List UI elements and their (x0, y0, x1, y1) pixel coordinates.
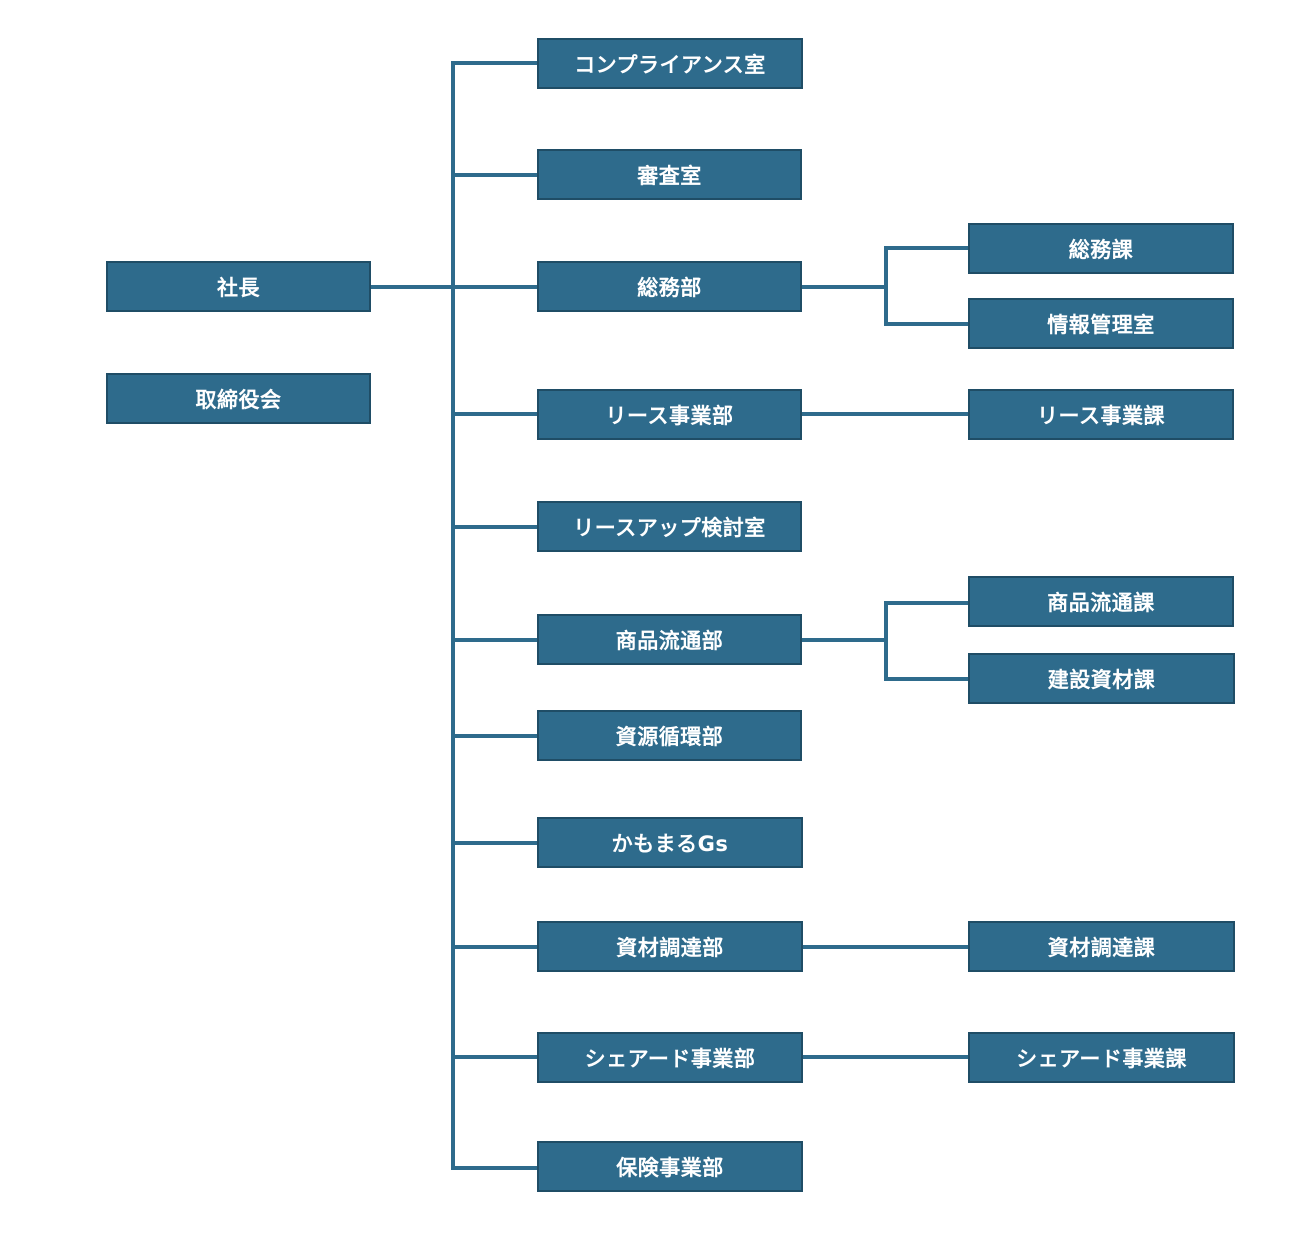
dept-general-affairs-box: 総務部 (537, 261, 802, 312)
connector-dept-recycling (451, 734, 538, 738)
board-box: 取締役会 (106, 373, 371, 424)
connector-shared-section (802, 1055, 969, 1059)
connector-dept-distribution (451, 638, 538, 642)
president-box: 社長 (106, 261, 371, 312)
dept-recycling-box: 資源循環部 (537, 710, 802, 761)
connector-ga-section-2 (884, 322, 969, 326)
dept-lease-box: リース事業部 (537, 389, 802, 440)
connector-dist-section-2 (884, 677, 969, 681)
section-general-affairs-box: 総務課 (968, 223, 1234, 274)
section-construction-materials-box: 建設資材課 (968, 653, 1235, 704)
connector-trunk (451, 61, 455, 1170)
connector-president (371, 285, 455, 289)
dept-distribution-box: 商品流通部 (537, 614, 802, 665)
section-distribution-box: 商品流通課 (968, 576, 1234, 627)
connector-dept-insurance (451, 1166, 538, 1170)
section-procurement-box: 資材調達課 (968, 921, 1235, 972)
connector-ga-section-1 (884, 246, 969, 250)
connector-ga-vertical (884, 246, 888, 326)
connector-dist-vertical (884, 601, 888, 681)
connector-dept-audit (451, 173, 538, 177)
connector-dept-procurement (451, 945, 538, 949)
connector-lease-section (802, 412, 969, 416)
connector-dept-kamomaru (451, 841, 538, 845)
dept-compliance-box: コンプライアンス室 (537, 38, 803, 89)
connector-dist-section-1 (884, 601, 969, 605)
connector-ga-out (802, 285, 888, 289)
connector-dept-lease (451, 412, 538, 416)
dept-insurance-box: 保険事業部 (537, 1141, 803, 1192)
section-lease-box: リース事業課 (968, 389, 1234, 440)
connector-dist-out (802, 638, 888, 642)
section-shared-box: シェアード事業課 (968, 1032, 1235, 1083)
connector-procurement-section (802, 945, 969, 949)
dept-lease-up-box: リースアップ検討室 (537, 501, 802, 552)
connector-dept-compliance (451, 61, 538, 65)
dept-kamomaru-box: かもまるGs (537, 817, 803, 868)
dept-audit-box: 審査室 (537, 149, 802, 200)
connector-dept-shared (451, 1055, 538, 1059)
dept-shared-box: シェアード事業部 (537, 1032, 803, 1083)
section-info-management-box: 情報管理室 (968, 298, 1234, 349)
connector-dept-lease-up (451, 525, 538, 529)
connector-dept-general-affairs (451, 285, 538, 289)
dept-procurement-box: 資材調達部 (537, 921, 803, 972)
